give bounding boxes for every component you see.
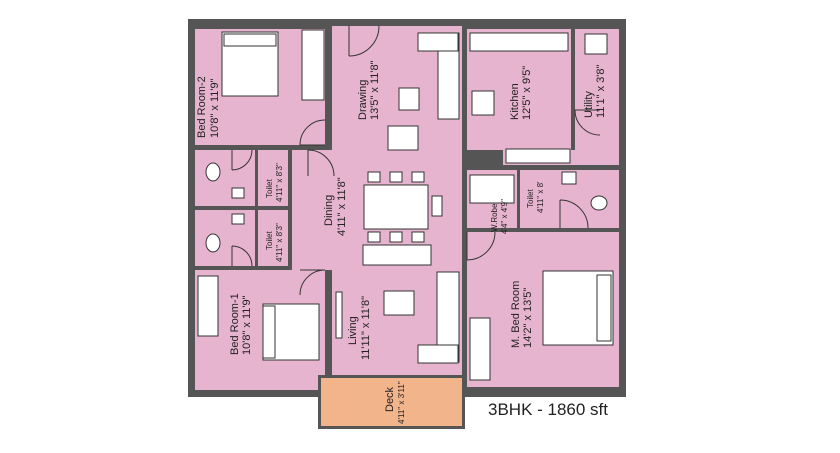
toilet-lower-label-area [258, 210, 288, 266]
dining-chair-6 [411, 231, 425, 243]
kitchen-sink [505, 148, 571, 164]
window-bed2 [301, 29, 325, 101]
counter-kitchen [469, 32, 569, 52]
sofa-living-base [417, 344, 459, 364]
kitchen-size: 12'5" x 9'5" [521, 66, 533, 120]
toilet-right-size: 4'11" x 8' [536, 181, 545, 213]
tv-unit [335, 291, 343, 339]
basin-toilet-right [561, 171, 577, 185]
toilet-upper-size: 4'11" x 8'3" [275, 163, 284, 202]
sofa-mbed [469, 317, 491, 381]
bed-room-1-size: 10'8" x 11'9" [241, 295, 253, 355]
table-drawing [398, 87, 420, 111]
dining-table [363, 184, 429, 230]
deck-area [321, 378, 462, 426]
toilet-upper-label: Toilet [265, 179, 274, 198]
wc-toilet-right [590, 195, 608, 211]
door-toilet-up [231, 149, 253, 171]
toilet-upper-label-area [258, 150, 288, 206]
pillow-bed1 [262, 305, 276, 359]
dining-chair-3 [411, 171, 425, 183]
toilet-upper-area [195, 150, 255, 206]
utility-size: 11'1" x 3'8" [595, 65, 607, 118]
dining-label: Dining [323, 195, 335, 226]
toilet-lower-label: Toilet [265, 231, 274, 250]
toilet-lower-area [195, 210, 255, 266]
bed-room-2-label: Bed Room-2 [196, 76, 208, 138]
dining-chair-1 [367, 171, 381, 183]
drawing-size: 13'5" x 11'8" [369, 60, 381, 120]
plan-caption: 3BHK - 1860 sft [488, 400, 609, 419]
window-wrobe [469, 174, 515, 204]
fridge [584, 33, 608, 55]
kitchen-label: Kitchen [509, 83, 521, 120]
bed-room-2-size: 10'8" x 11'9" [209, 78, 221, 138]
window-bed1 [197, 275, 219, 337]
drawing-label: Drawing [357, 80, 369, 120]
basin-toilet-upper [231, 187, 245, 199]
dining-chair-2 [389, 171, 403, 183]
door-drawing-entry [348, 25, 380, 57]
door-utility [574, 109, 601, 136]
dining-chair-7 [431, 195, 443, 217]
pillow-mbed [596, 274, 612, 342]
door-toilet-low [231, 245, 253, 267]
toilet-lower-size: 4'11" x 8'3" [275, 223, 284, 262]
wrobe-label: W.Robe [490, 203, 499, 232]
dining-chair-4 [367, 231, 381, 243]
armchair-drawing [387, 125, 419, 151]
living-label: Living [347, 316, 359, 345]
m-bed-room-label: M. Bed Room [510, 281, 522, 348]
wc-toilet-upper [205, 162, 221, 182]
door-dining [307, 149, 335, 177]
pillow-bed2 [223, 33, 277, 47]
living-table [383, 290, 415, 316]
bed-room-1-label: Bed Room-1 [229, 293, 241, 355]
kitchen-table [471, 90, 495, 116]
sideboard [362, 244, 432, 266]
sofa-drawing-top [417, 32, 459, 52]
basin-toilet-lower [231, 213, 245, 225]
deck-label: Deck [384, 386, 396, 412]
door-toilet-right [559, 199, 589, 229]
living-size: 11'11" x 11'8" [360, 296, 372, 360]
dining-chair-5 [389, 231, 403, 243]
door-bed1 [299, 269, 326, 296]
m-bed-room-size: 14'2" x 13'5" [522, 288, 534, 348]
wrobe-size: 4'4" x 4'9" [500, 199, 509, 234]
door-bed2 [299, 119, 326, 146]
dining-size: 4'11" x 11'8" [336, 177, 348, 236]
deck-size: 4'11" x 3'11" [397, 381, 406, 424]
door-mbed [466, 231, 496, 261]
wc-toilet-lower [205, 233, 221, 253]
toilet-right-label: Toilet [526, 189, 535, 208]
utility-label: Utility [583, 91, 595, 118]
